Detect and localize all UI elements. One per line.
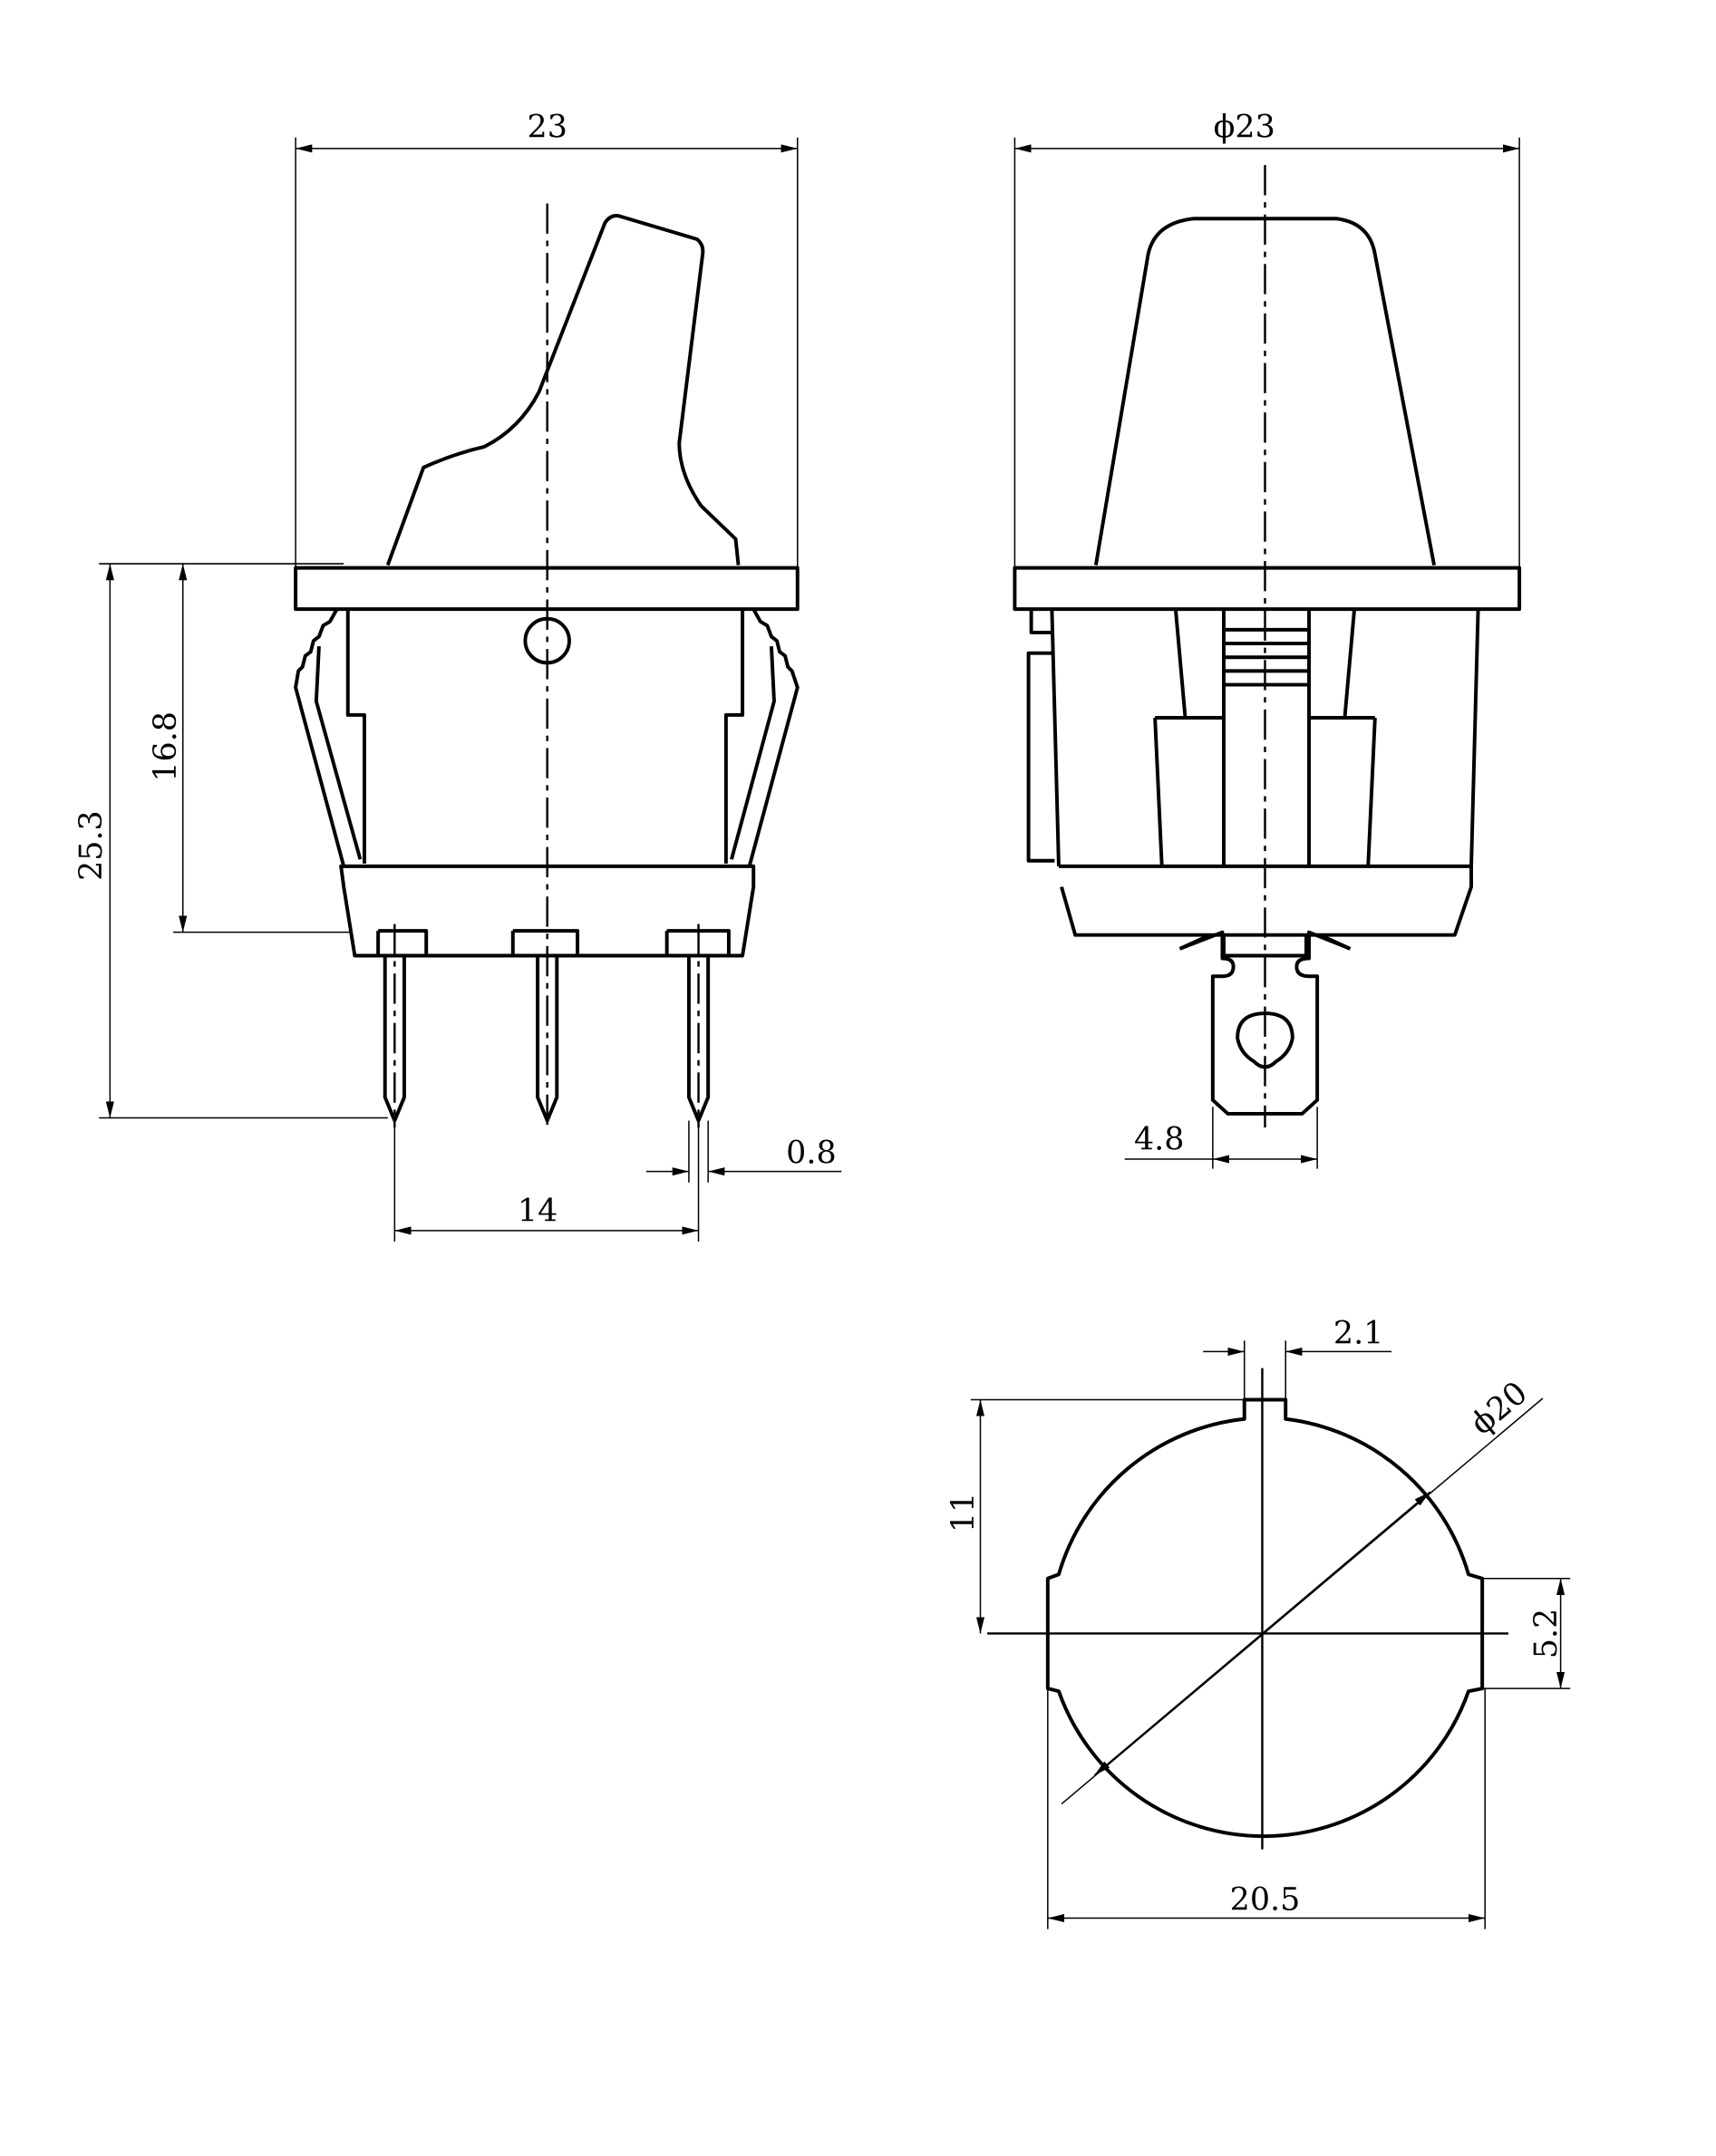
dimension-body-height: 16.8 [148,564,351,933]
dimension-pin-spacing: 14 [393,1120,700,1242]
pin-left [376,929,429,1123]
base [339,864,756,958]
dim-label: 25.3 [73,810,110,881]
dim-label: 16.8 [148,711,184,782]
spring-clip-left [294,608,363,867]
dim-label: 4.8 [1134,1121,1184,1157]
dimension-pin-thickness: 0.8 [645,1120,842,1183]
dimension-terminal-width: 4.8 [1124,1107,1318,1169]
dimension-key-width: 2.1 [1203,1315,1392,1400]
dim-label: ϕ20 [1464,1375,1535,1442]
dim-label: 2.1 [1333,1315,1383,1351]
spring-clip-right [730,608,800,867]
dim-label: ϕ23 [1214,110,1275,146]
terminal-tab [1178,930,1352,1116]
dimension-key-height: 11 [945,1398,1245,1634]
bezel-flange [1013,566,1522,612]
dim-label: 5.2 [1528,1609,1565,1658]
dim-label: 20.5 [1230,1881,1301,1918]
dim-label: 23 [528,110,567,146]
cutout-outline [1045,1397,1485,1839]
housing [345,609,745,864]
pin-middle [510,929,580,1123]
internal-contacts [1153,608,1377,866]
dimension-flat-height: 5.2 [1482,1578,1571,1689]
dimension-diameter: ϕ20 [1061,1375,1544,1805]
dim-label: 11 [945,1493,982,1532]
dim-label: 0.8 [786,1136,836,1172]
side-latch [1026,609,1055,863]
side-view: 23 25.3 16.8 14 0.8 [73,110,842,1242]
base [1058,864,1473,937]
dimension-width: 23 [295,110,799,568]
dimension-total-height: 25.3 [73,563,388,1119]
front-view: ϕ23 4.8 [1013,110,1522,1169]
panel-cutout-view: ϕ20 2.1 11 5.2 20.5 [945,1315,1571,1929]
dim-label: 14 [518,1193,557,1229]
dimension-flat-width: 20.5 [1047,1688,1486,1929]
dimension-diameter: ϕ23 [1013,110,1520,568]
toggle-lever [385,214,741,566]
